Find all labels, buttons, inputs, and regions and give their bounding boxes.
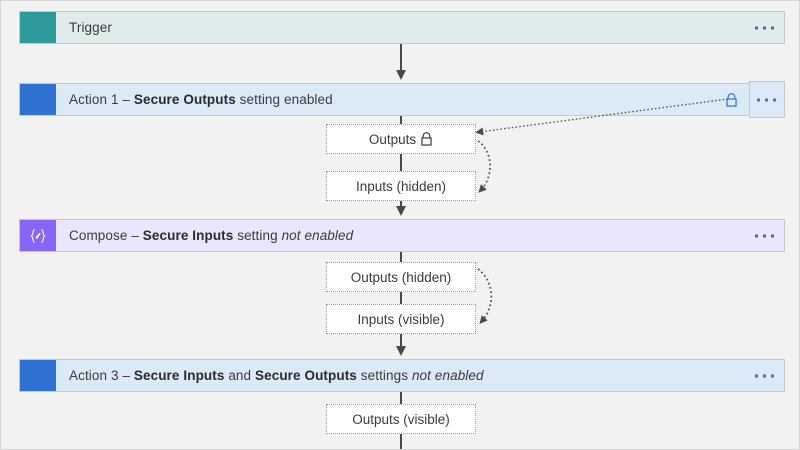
compose-icon: [20, 220, 56, 251]
trigger-label: Trigger: [69, 20, 112, 35]
dot: [755, 374, 758, 377]
data-box-outputs-1-content: Outputs: [369, 132, 433, 147]
data-box-outputs-3-label: Outputs (visible): [352, 411, 450, 427]
action1-label-suffix: setting enabled: [235, 92, 333, 107]
lock-icon: [421, 132, 432, 146]
connector-outputs1-to-inputs1-curve: [477, 140, 491, 193]
trigger-icon: [20, 12, 56, 43]
trigger-more-options-button[interactable]: [755, 26, 774, 29]
action3-more-options-button[interactable]: [755, 374, 774, 377]
data-box-inputs-1: Inputs (hidden): [326, 171, 476, 201]
action3-label: Action 3 – Secure Inputs and Secure Outp…: [56, 368, 484, 383]
data-box-outputs-3: Outputs (visible): [326, 404, 476, 434]
dot: [773, 98, 776, 101]
compose-body: Compose – Secure Inputs setting not enab…: [56, 220, 784, 251]
braces-pencil-icon: [30, 228, 46, 243]
compose-label: Compose – Secure Inputs setting not enab…: [56, 228, 353, 243]
action1-label-prefix: Action 1 –: [69, 92, 134, 107]
action3-label-middle: and: [224, 368, 255, 383]
dot: [763, 234, 766, 237]
dot: [771, 234, 774, 237]
dot: [755, 26, 758, 29]
action1-more-options-panel[interactable]: [749, 81, 785, 118]
dot: [755, 234, 758, 237]
connector-lock-to-outputs1: [475, 98, 729, 136]
action1-label-strong: Secure Outputs: [133, 92, 236, 107]
action1-icon: [20, 84, 56, 115]
action3-body: Action 3 – Secure Inputs and Secure Outp…: [56, 360, 784, 391]
action1-body: Action 1 – Secure Outputs setting enable…: [56, 84, 784, 115]
dot: [757, 98, 760, 101]
data-box-outputs-1: Outputs: [326, 124, 476, 154]
trigger-body: Trigger: [56, 12, 784, 43]
compose-label-suffix: setting: [233, 228, 282, 243]
action3-label-strong: Secure Inputs: [133, 368, 225, 383]
compose-label-prefix: Compose –: [69, 228, 143, 243]
workflow-row-action3[interactable]: Action 3 – Secure Inputs and Secure Outp…: [19, 359, 785, 392]
action3-label-strong2: Secure Outputs: [255, 368, 357, 383]
data-box-inputs-2-label: Inputs (visible): [357, 311, 445, 327]
dot: [771, 26, 774, 29]
compose-label-strong: Secure Inputs: [142, 228, 234, 243]
data-box-inputs-2: Inputs (visible): [326, 304, 476, 334]
action1-label: Action 1 – Secure Outputs setting enable…: [56, 92, 333, 107]
workflow-row-action1[interactable]: Action 1 – Secure Outputs setting enable…: [19, 83, 785, 116]
action3-label-emphasis: not enabled: [411, 368, 484, 383]
connector-outputs2-to-inputs2-curve: [477, 268, 493, 324]
action3-label-prefix: Action 3 –: [69, 368, 134, 383]
dot: [763, 374, 766, 377]
action3-label-suffix: settings: [356, 368, 412, 383]
workflow-row-trigger[interactable]: Trigger: [19, 11, 785, 44]
data-box-outputs-2: Outputs (hidden): [326, 262, 476, 292]
compose-more-options-button[interactable]: [755, 234, 774, 237]
secure-lock-icon: [726, 92, 737, 107]
action1-more-options-button[interactable]: [757, 98, 776, 101]
data-box-outputs-1-label: Outputs: [368, 131, 417, 147]
data-box-outputs-2-label: Outputs (hidden): [350, 269, 452, 285]
workflow-row-compose[interactable]: Compose – Secure Inputs setting not enab…: [19, 219, 785, 252]
dot: [765, 98, 768, 101]
data-box-inputs-1-label: Inputs (hidden): [355, 178, 447, 194]
dot: [763, 26, 766, 29]
dot: [771, 374, 774, 377]
compose-label-emphasis: not enabled: [281, 228, 354, 243]
action3-icon: [20, 360, 56, 391]
